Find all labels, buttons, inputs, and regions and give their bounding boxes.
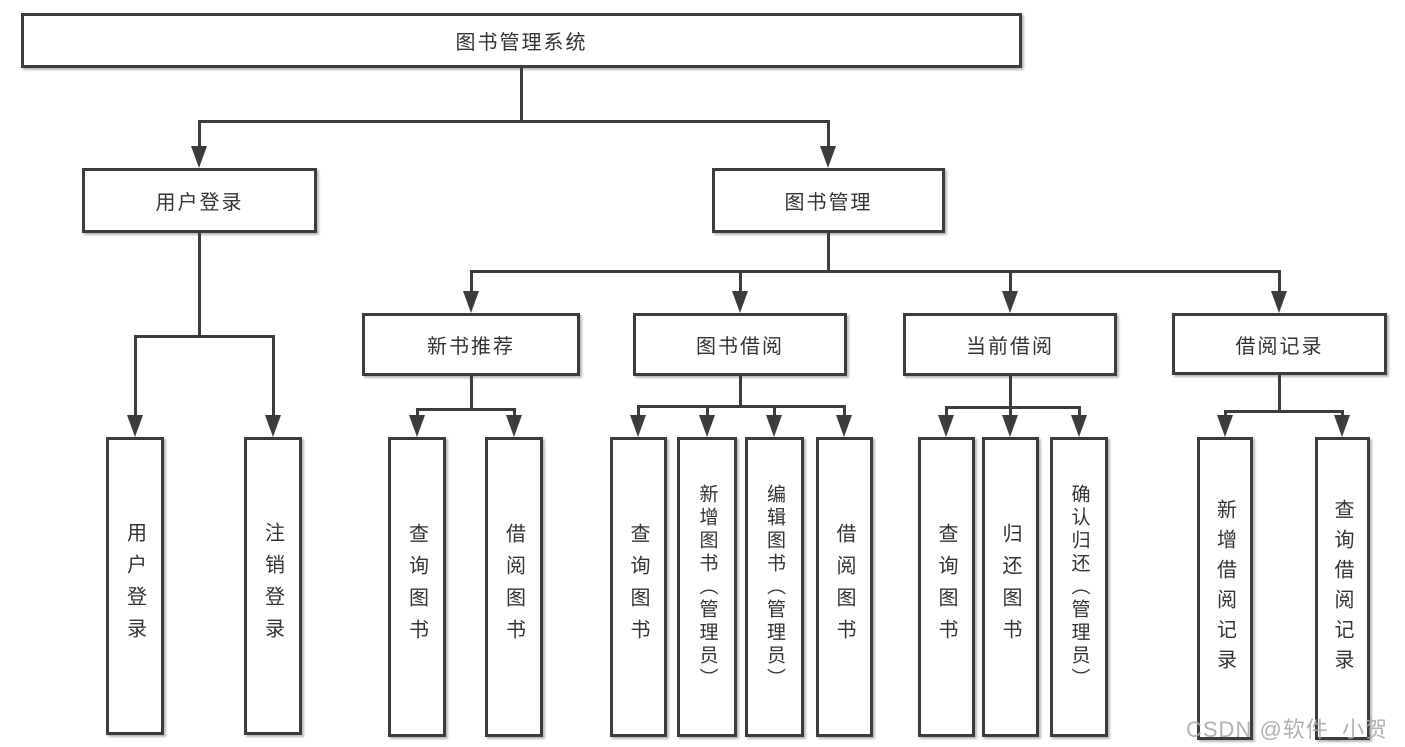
connector-book-borrow-stub <box>739 376 742 407</box>
node-new-book-recommend: 新书推荐 <box>362 313 580 376</box>
connector-leaf-drop <box>134 335 137 417</box>
node-book-management: 图书管理 <box>712 168 945 233</box>
arrowhead-leaf <box>1334 415 1350 437</box>
node-book-borrowing: 图书借阅 <box>633 313 847 376</box>
connector-book-borrow-rail <box>637 405 846 408</box>
arrowhead-leaf <box>938 415 954 437</box>
connector-user-rail <box>134 335 275 338</box>
arrowhead-borrow-records <box>1271 291 1287 313</box>
arrowhead-user-login <box>191 146 207 168</box>
arrowhead-leaf <box>1071 415 1087 437</box>
leaf-logout: 注销登录 <box>244 437 302 735</box>
arrowhead-book-borrow <box>732 291 748 313</box>
connector-borrow-records-stub <box>1278 375 1281 413</box>
connector-book-mgmt-drop <box>827 120 830 149</box>
connector-leaf-drop <box>843 405 846 418</box>
arrowhead-leaf <box>630 415 646 437</box>
connector-new-books-rail <box>416 408 516 411</box>
arrowhead-new-books <box>463 291 479 313</box>
arrowhead-leaf <box>1217 415 1233 437</box>
connector-level3-drop <box>470 270 473 293</box>
arrowhead-leaf <box>265 415 281 437</box>
connector-current-borrow-stub <box>1009 376 1012 408</box>
leaf-return-books: 归还图书 <box>982 437 1039 737</box>
connector-user-login-drop <box>198 120 201 149</box>
arrowhead-leaf <box>836 415 852 437</box>
leaf-query-books-3: 查询图书 <box>918 437 975 737</box>
arrowhead-current-borrow <box>1002 291 1018 313</box>
leaf-confirm-return-admin: 确认归还（管理员） <box>1050 437 1108 737</box>
connector-leaf-drop <box>945 406 948 418</box>
connector-leaf-drop <box>416 408 419 418</box>
leaf-add-books-admin: 新增图书（管理员） <box>677 437 737 737</box>
connector-level3-drop <box>1278 270 1281 293</box>
leaf-query-borrow-record: 查询借阅记录 <box>1315 437 1370 740</box>
arrowhead-leaf <box>766 415 782 437</box>
connector-level3-rail <box>470 270 1280 273</box>
node-root-library-system: 图书管理系统 <box>21 13 1022 68</box>
connector-current-borrow-rail <box>945 406 1080 409</box>
connector-leaf-drop <box>272 335 275 417</box>
connector-leaf-drop <box>513 408 516 418</box>
leaf-user-login: 用户登录 <box>106 437 164 735</box>
node-borrowing-records: 借阅记录 <box>1172 313 1387 375</box>
leaf-add-borrow-record: 新增借阅记录 <box>1197 437 1253 740</box>
leaf-query-books-2: 查询图书 <box>610 437 667 737</box>
connector-leaf-drop <box>773 405 776 418</box>
leaf-edit-books-admin: 编辑图书（管理员） <box>745 437 804 737</box>
csdn-watermark: CSDN @软件_小贺同学 <box>1186 717 1389 742</box>
leaf-borrow-books-1: 借阅图书 <box>485 437 543 737</box>
connector-level3-drop <box>739 270 742 293</box>
node-user-login: 用户登录 <box>82 168 317 233</box>
connector-leaf-drop <box>706 405 709 418</box>
connector-level2-rail <box>198 120 830 123</box>
leaf-query-books-1: 查询图书 <box>388 437 446 737</box>
arrowhead-leaf <box>1002 415 1018 437</box>
arrowhead-leaf <box>409 415 425 437</box>
connector-leaf-drop <box>1341 410 1344 418</box>
connector-book-mgmt-stub <box>827 233 830 272</box>
arrowhead-book-mgmt <box>820 146 836 168</box>
connector-leaf-drop <box>1224 410 1227 418</box>
leaf-borrow-books-2: 借阅图书 <box>816 437 873 737</box>
arrowhead-leaf <box>506 415 522 437</box>
connector-level3-drop <box>1009 270 1012 293</box>
connector-root-stub <box>520 68 523 123</box>
connector-new-books-stub <box>470 376 473 410</box>
connector-borrow-records-rail <box>1224 410 1344 413</box>
arrowhead-leaf <box>699 415 715 437</box>
connector-user-login-stub <box>198 233 201 337</box>
connector-leaf-drop <box>1078 406 1081 418</box>
arrowhead-leaf <box>127 415 143 437</box>
connector-leaf-drop <box>637 405 640 418</box>
node-current-borrowing: 当前借阅 <box>903 313 1117 376</box>
connector-leaf-drop <box>1009 406 1012 418</box>
